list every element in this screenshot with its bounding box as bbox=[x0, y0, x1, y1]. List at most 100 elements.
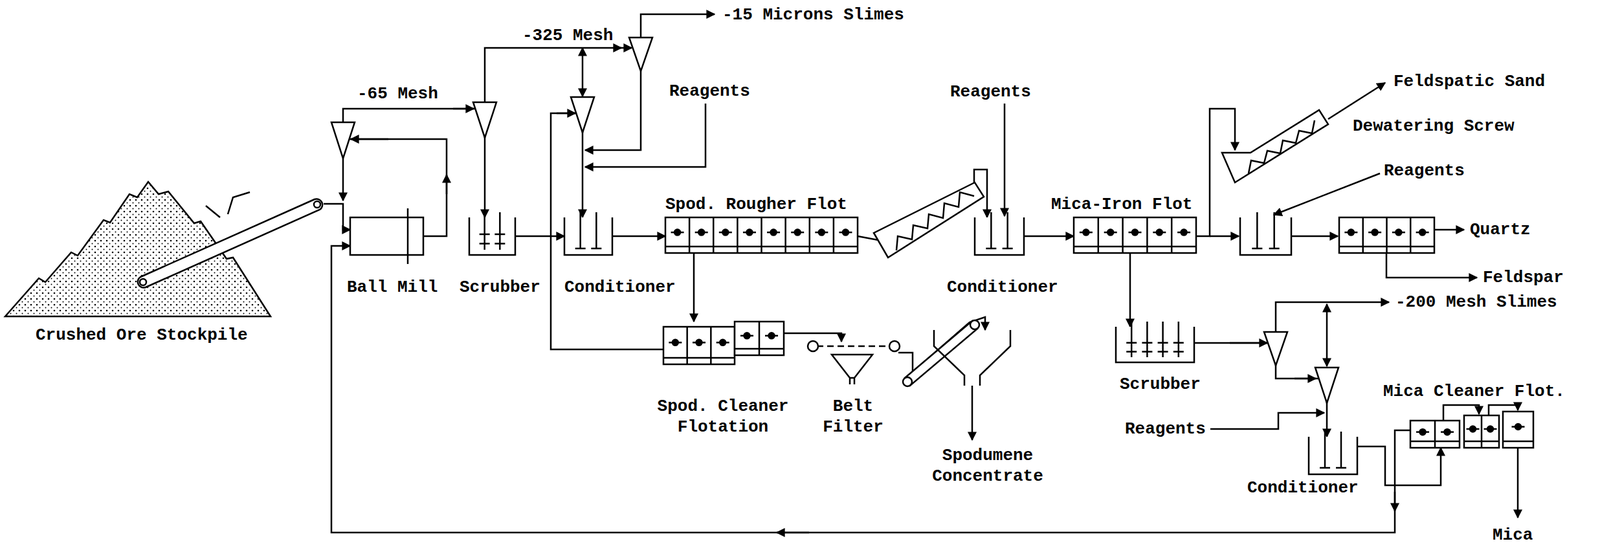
impeller-dot bbox=[696, 339, 703, 346]
conveyor-pulley bbox=[313, 201, 321, 208]
flow-line bbox=[640, 14, 715, 38]
reagent-line bbox=[1210, 412, 1325, 430]
stream-label: -65 Mesh bbox=[357, 84, 439, 104]
impeller-dot bbox=[698, 229, 705, 236]
cell-divider bbox=[784, 217, 787, 254]
cyclone bbox=[570, 97, 595, 133]
cyclone bbox=[331, 122, 355, 159]
equipment-node: Conditioner bbox=[1308, 436, 1358, 475]
flotation-bank bbox=[734, 321, 784, 356]
conveyor-pulley bbox=[970, 320, 980, 330]
agitator bbox=[479, 212, 490, 250]
cell-divider bbox=[760, 217, 763, 254]
belt-line bbox=[816, 345, 891, 348]
agitator bbox=[1157, 321, 1169, 358]
equipment-node: Belt Filter bbox=[809, 341, 899, 383]
impeller-dot bbox=[1107, 229, 1114, 236]
stream-label: Quartz bbox=[1469, 220, 1531, 240]
flow-connector bbox=[898, 317, 986, 373]
flow-arrow bbox=[1394, 491, 1397, 512]
tank-shape bbox=[1308, 436, 1358, 475]
cell-divider bbox=[1480, 415, 1483, 448]
equipment-node: Spodumene Concentrate bbox=[933, 330, 1011, 386]
flow-connector bbox=[612, 235, 666, 238]
impeller-dot bbox=[672, 339, 679, 346]
impeller-dot bbox=[1395, 229, 1402, 236]
flow-line bbox=[484, 47, 632, 103]
tank-shape bbox=[469, 217, 516, 256]
flotation-bank bbox=[663, 326, 735, 365]
impeller-dot bbox=[818, 229, 825, 236]
equipment-node: Conditioner bbox=[974, 217, 1024, 256]
cyclone bbox=[629, 37, 653, 72]
flow-connector bbox=[693, 253, 696, 322]
flow-line bbox=[581, 47, 584, 97]
cell-divider bbox=[736, 217, 739, 254]
impeller-dot bbox=[770, 229, 777, 236]
equipment-label: Belt Filter bbox=[814, 396, 892, 438]
impeller-dot bbox=[1420, 429, 1426, 435]
equipment-label: Spodumene Concentrate bbox=[919, 445, 1057, 487]
agitator bbox=[1319, 431, 1331, 468]
stream-label: Reagents bbox=[669, 81, 751, 101]
impeller-dot bbox=[1515, 423, 1522, 430]
flow-line bbox=[1326, 304, 1329, 367]
cell-divider bbox=[1097, 217, 1100, 254]
froth-launder bbox=[1502, 440, 1534, 443]
reagent-line bbox=[1273, 173, 1380, 215]
impeller-dot bbox=[842, 229, 849, 236]
conveyor-pulley bbox=[902, 377, 912, 387]
equipment-node: Scrubber bbox=[1115, 326, 1195, 363]
flow-line bbox=[1386, 253, 1478, 278]
conveyor-pulley bbox=[139, 278, 147, 286]
equipment-label: Scrubber bbox=[459, 277, 541, 298]
agitator bbox=[1335, 431, 1347, 468]
impeller-dot bbox=[1444, 429, 1451, 435]
tank-shape bbox=[564, 217, 613, 256]
flow-arrow bbox=[445, 174, 448, 195]
impeller-dot bbox=[1181, 229, 1188, 236]
cyclone bbox=[473, 102, 497, 138]
agitator bbox=[1141, 321, 1153, 358]
cell-divider bbox=[688, 217, 691, 254]
impeller-dot bbox=[1469, 426, 1476, 433]
flow-line bbox=[971, 385, 974, 441]
impeller-dot bbox=[1487, 426, 1494, 433]
flow-arrow bbox=[556, 112, 576, 115]
equipment-label: Ball Mill bbox=[346, 277, 438, 298]
equipment-label: Conditioner bbox=[946, 277, 1059, 298]
flow-line bbox=[1517, 447, 1520, 518]
froth-launder bbox=[1073, 245, 1197, 248]
stream-label: -15 Microns Slimes bbox=[722, 5, 905, 25]
impeller-dot bbox=[1419, 229, 1426, 236]
impeller-dot bbox=[1348, 229, 1355, 236]
impeller-dot bbox=[768, 332, 775, 339]
cyclone bbox=[1315, 367, 1339, 404]
agitator bbox=[1126, 321, 1137, 358]
flow-arrow bbox=[1294, 377, 1316, 380]
flotation-bank bbox=[1410, 420, 1460, 448]
belt-roller bbox=[889, 341, 900, 352]
concentrate-hopper bbox=[933, 330, 1011, 386]
conveyor-skirt bbox=[205, 192, 250, 218]
flow-connector bbox=[1129, 253, 1132, 327]
flow-connector bbox=[1196, 108, 1235, 237]
flow-line bbox=[1328, 82, 1386, 120]
screw-flights bbox=[1248, 120, 1315, 174]
equipment-label: Crushed Ore Stockpile bbox=[35, 324, 248, 346]
flow-arrow bbox=[618, 47, 622, 50]
flow-line bbox=[1275, 302, 1389, 333]
equipment-node: Mica Cleaner Flot. bbox=[1410, 411, 1534, 448]
flow-connector bbox=[1357, 446, 1441, 486]
cell-divider bbox=[1121, 217, 1124, 254]
flotation-bank bbox=[1339, 217, 1435, 254]
equipment-label: Conditioner bbox=[1247, 477, 1359, 499]
cell-divider bbox=[1170, 217, 1173, 254]
stream-label: Reagents bbox=[1383, 161, 1465, 181]
equipment-node: Spod. Cleaner Flotation bbox=[663, 321, 784, 365]
flow-connector bbox=[550, 113, 664, 350]
tank-shape bbox=[1115, 326, 1195, 363]
equipment-node: Crushed Ore Stockpile bbox=[5, 181, 324, 317]
agitator bbox=[590, 212, 602, 249]
stream-label: Reagents bbox=[1124, 419, 1206, 439]
